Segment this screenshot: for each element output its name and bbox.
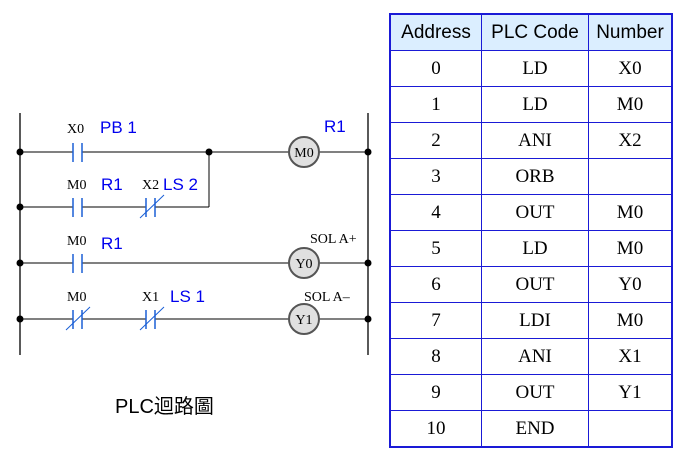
- nc-contact-x2: [139, 194, 165, 219]
- junction-dot: [364, 315, 372, 323]
- contact-name: R1: [101, 234, 123, 253]
- coil-address: Y1: [295, 313, 312, 328]
- contact-name: PB 1: [100, 118, 137, 137]
- cell-address: 6: [389, 266, 482, 303]
- cell-plc-code: LD: [481, 86, 589, 123]
- ladder-diagram: X0 PB 1 M0 R1 M0 R1 X2 LS 2: [16, 113, 372, 355]
- cell-number: M0: [588, 86, 673, 123]
- contact-name: LS 2: [163, 175, 198, 194]
- header-number: Number: [588, 13, 673, 51]
- rung-1: X0 PB 1 M0 R1: [16, 117, 372, 168]
- coil-label: SOL A+: [310, 232, 357, 247]
- diagram-caption: PLC迴路圖: [115, 396, 214, 418]
- rung-1-branch: M0 R1 X2 LS 2: [16, 152, 210, 219]
- cell-plc-code: OUT: [481, 194, 589, 231]
- coil-y0: Y0: [288, 247, 320, 279]
- nc-contact-m0: [65, 306, 91, 331]
- cell-number: Y0: [588, 266, 673, 303]
- nc-contact-x1: [139, 306, 165, 331]
- junction-dot: [16, 315, 24, 323]
- cell-plc-code: ANI: [481, 122, 589, 159]
- cell-number: M0: [588, 302, 673, 339]
- cell-plc-code: OUT: [481, 374, 589, 411]
- contact-name: LS 1: [170, 287, 205, 306]
- coil-m0: M0: [288, 136, 320, 168]
- cell-number: [588, 410, 673, 448]
- junction-dot: [364, 259, 372, 267]
- no-contact-m0: [72, 254, 83, 273]
- junction-dot: [16, 148, 24, 156]
- cell-address: 4: [389, 194, 482, 231]
- cell-plc-code: ORB: [481, 158, 589, 195]
- cell-number: Y1: [588, 374, 673, 411]
- cell-address: 3: [389, 158, 482, 195]
- junction-dot: [16, 259, 24, 267]
- cell-number: X2: [588, 122, 673, 159]
- cell-number: [588, 158, 673, 195]
- no-contact-x0: [72, 143, 83, 162]
- cell-number: M0: [588, 230, 673, 267]
- cell-address: 8: [389, 338, 482, 375]
- header-plc-code: PLC Code: [481, 13, 589, 51]
- contact-address: M0: [67, 234, 86, 249]
- cell-address: 9: [389, 374, 482, 411]
- cell-number: M0: [588, 194, 673, 231]
- junction-dot: [364, 148, 372, 156]
- cell-plc-code: LD: [481, 230, 589, 267]
- cell-plc-code: END: [481, 410, 589, 448]
- rung-3: M0 X1 LS 1 Y1 SOL A–: [16, 287, 372, 335]
- cell-address: 0: [389, 50, 482, 87]
- contact-address: X1: [142, 290, 159, 305]
- contact-address: M0: [67, 178, 86, 193]
- cell-address: 7: [389, 302, 482, 339]
- coil-y1: Y1: [288, 303, 320, 335]
- junction-dot: [16, 203, 24, 211]
- cell-plc-code: OUT: [481, 266, 589, 303]
- no-contact-m0: [72, 198, 83, 217]
- coil-address: M0: [294, 146, 313, 161]
- header-address: Address: [389, 13, 482, 51]
- cell-address: 2: [389, 122, 482, 159]
- coil-label: R1: [324, 117, 346, 136]
- coil-address: Y0: [295, 257, 312, 272]
- contact-address: X0: [67, 122, 84, 137]
- contact-address: M0: [67, 290, 86, 305]
- table-header-row: Address PLC Code Number: [389, 13, 673, 51]
- cell-address: 1: [389, 86, 482, 123]
- cell-number: X0: [588, 50, 673, 87]
- rung-2: M0 R1 Y0 SOL A+: [16, 232, 372, 279]
- cell-plc-code: LDI: [481, 302, 589, 339]
- contact-address: X2: [142, 178, 159, 193]
- contact-name: R1: [101, 175, 123, 194]
- coil-label: SOL A–: [304, 290, 351, 305]
- cell-plc-code: LD: [481, 50, 589, 87]
- cell-plc-code: ANI: [481, 338, 589, 375]
- cell-address: 5: [389, 230, 482, 267]
- cell-number: X1: [588, 338, 673, 375]
- cell-address: 10: [389, 410, 482, 448]
